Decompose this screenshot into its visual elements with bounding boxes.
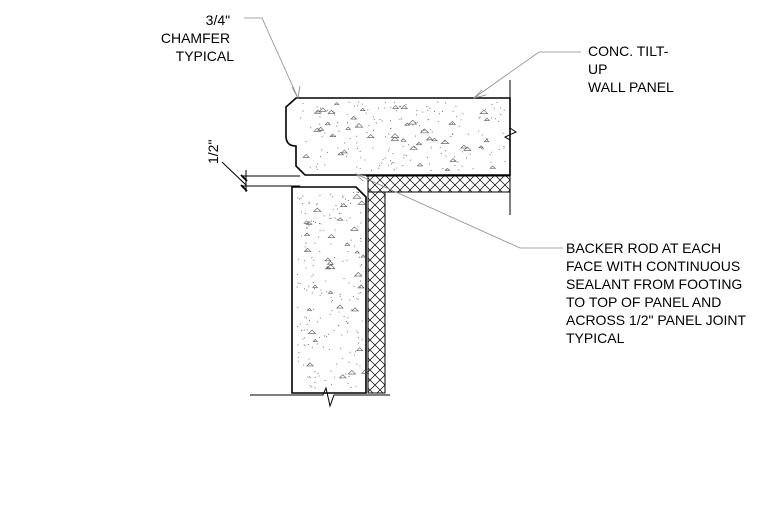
vertical-panel-concrete-stipple <box>296 191 370 389</box>
horizontal-panel-concrete-stipple <box>300 101 506 171</box>
chamfer-note: 3/4" CHAMFER TYPICAL <box>161 12 234 64</box>
horizontal-wall-panel <box>285 97 511 176</box>
chamfer-leader <box>244 17 299 99</box>
vertical-wall-panel <box>291 186 367 394</box>
break-line-right <box>503 80 518 215</box>
wall-panel-leader <box>473 51 581 99</box>
horizontal-insulation-layer <box>367 175 511 193</box>
wall-panel-note: CONC. TILT- UP WALL PANEL <box>588 43 674 95</box>
backer-rod-leader <box>355 173 563 249</box>
backer-rod-note: BACKER ROD AT EACH FACE WITH CONTINUOUS … <box>566 240 750 346</box>
break-line-bottom <box>250 386 390 408</box>
joint-dimension-label: 1/2" <box>205 140 221 164</box>
joint-dimension <box>221 161 300 192</box>
vertical-insulation-layer <box>367 191 386 394</box>
